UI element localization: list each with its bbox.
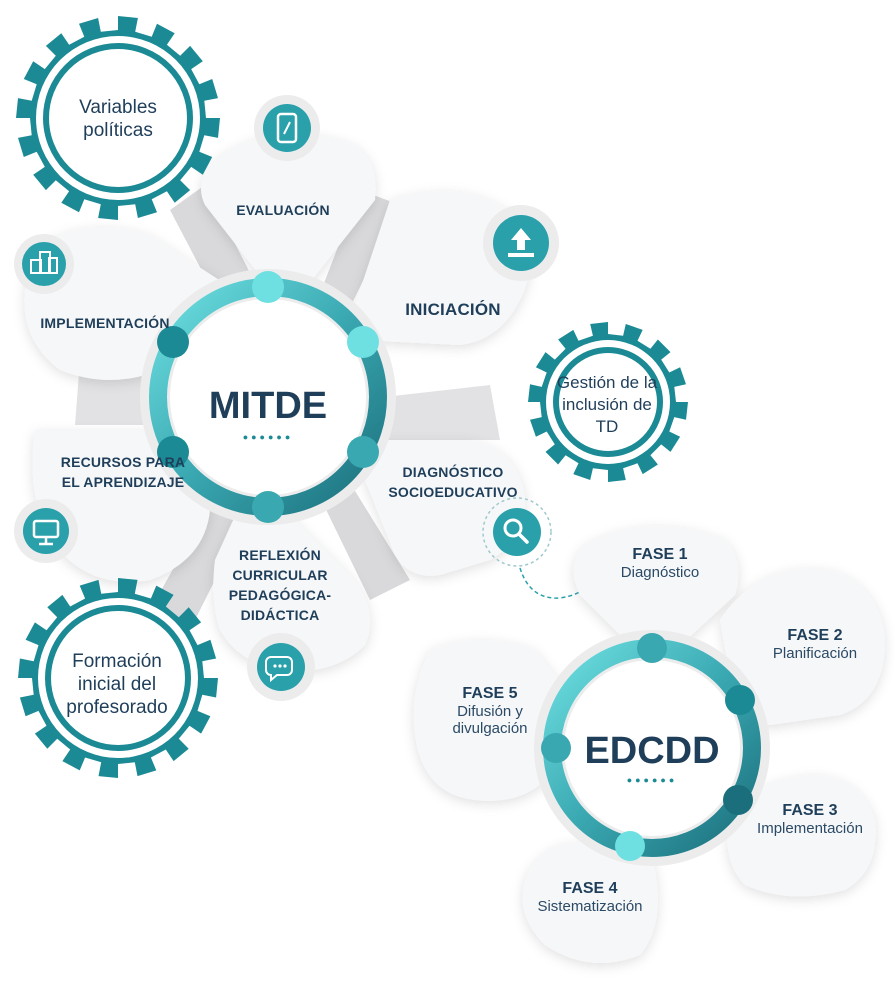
petal-evaluacion	[201, 133, 376, 300]
phase-5-sub: Difusión y divulgación	[452, 703, 528, 737]
phase-4-title: FASE 4	[562, 880, 618, 897]
petal-iniciacion	[348, 191, 530, 345]
stage-implementacion: IMPLEMENTACIÓN	[40, 315, 170, 331]
phase-4-sub: Sistematización	[537, 898, 643, 915]
gear-formacion	[18, 578, 218, 778]
stage-evaluacion: EVALUACIÓN	[236, 202, 330, 218]
edcdd-hub	[534, 630, 770, 866]
phase-4: FASE 4 Sistematización	[515, 880, 665, 915]
mitde-hub	[140, 269, 396, 525]
upload-icon	[483, 205, 559, 281]
gear-ring	[45, 605, 191, 751]
phase-2: FASE 2 Planificación	[740, 627, 890, 662]
chat-icon	[247, 633, 315, 701]
mitde-dots: ●●●●●●	[242, 432, 294, 442]
phase-5-title: FASE 5	[462, 685, 518, 702]
stage-recursos: RECURSOS PARA EL APRENDIZAJE	[60, 454, 186, 490]
gear-ring	[43, 43, 193, 193]
petal-fase4	[522, 835, 658, 963]
phase-3-sub: Implementación	[757, 820, 863, 837]
phase-2-sub: Planificación	[772, 645, 858, 662]
petal-fase3	[727, 775, 876, 897]
mitde-title: MITDE	[208, 385, 328, 427]
gear-gestion-label: Gestión de la inclusión de TD	[556, 373, 658, 436]
gear-face	[38, 598, 198, 758]
stage-diagnostico: DIAGNÓSTICO SOCIOEDUCATIVO	[388, 464, 518, 500]
phase-5: FASE 5 Difusión y divulgación	[425, 685, 555, 737]
petal-fase2	[720, 568, 885, 725]
phase-2-title: FASE 2	[787, 627, 843, 644]
gear-gestion	[528, 322, 688, 482]
gear-ring	[553, 347, 663, 457]
phase-3: FASE 3 Implementación	[735, 802, 885, 837]
edcdd-petals	[413, 526, 885, 963]
gear-formacion-label: Formación inicial del profesorado	[66, 651, 168, 718]
gear-face	[546, 340, 670, 464]
stage-reflexion: REFLEXIÓN CURRICULAR PEDAGÓGICA-DIDÁCTIC…	[228, 547, 332, 623]
petal-reflexion	[213, 496, 370, 671]
tablet-icon	[254, 95, 320, 161]
monitor-icon	[14, 499, 78, 563]
gear-politicas-label: Variables políticas	[79, 97, 157, 141]
phase-3-title: FASE 3	[782, 802, 838, 819]
petal-fase1	[573, 526, 739, 663]
gear-politicas	[16, 16, 220, 220]
stage-iniciacion: INICIACIÓN	[405, 300, 501, 319]
gear-face	[36, 36, 200, 200]
phase-1-sub: Diagnóstico	[620, 564, 700, 581]
buildings-icon	[14, 234, 74, 294]
phase-1-title: FASE 1	[632, 546, 688, 563]
edcdd-title: EDCDD	[584, 730, 720, 772]
edcdd-dots: ●●●●●●	[626, 775, 678, 785]
phase-1: FASE 1 Diagnóstico	[590, 546, 730, 581]
